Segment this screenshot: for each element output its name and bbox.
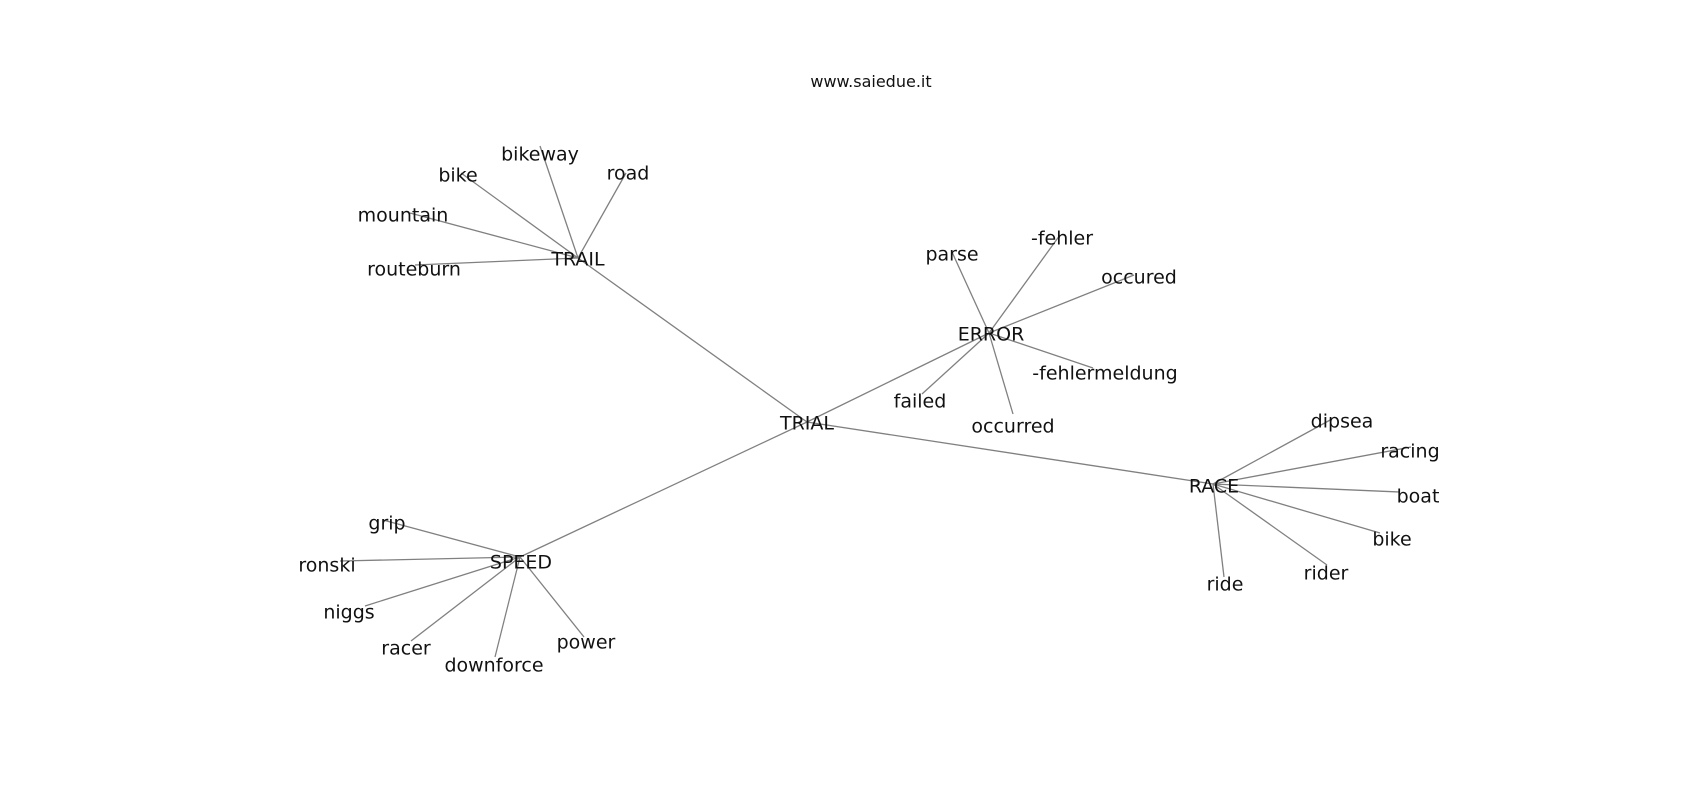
edge-root-error bbox=[806, 332, 990, 423]
leaf-node-bikeway: bikeway bbox=[501, 144, 579, 166]
leaf-node-dipsea: dipsea bbox=[1311, 411, 1374, 433]
edge-speed-niggs bbox=[364, 556, 521, 607]
leaf-node-bike-race: bike bbox=[1372, 529, 1411, 551]
leaf-node-ronski: ronski bbox=[298, 555, 355, 577]
leaf-node-occured: occured bbox=[1101, 267, 1177, 289]
edge-speed-grip bbox=[382, 519, 521, 558]
leaf-node-occurred: occurred bbox=[971, 416, 1054, 438]
edge-error-occured bbox=[988, 274, 1135, 334]
edge-speed-ronski bbox=[339, 556, 521, 562]
leaf-node-ride: ride bbox=[1207, 574, 1244, 596]
edge-race-rider bbox=[1212, 483, 1328, 566]
edge-trail-routeburn bbox=[414, 257, 579, 266]
edge-error-fehlermeldung bbox=[988, 332, 1094, 369]
leaf-node-power: power bbox=[557, 632, 616, 654]
edge-error-occurred bbox=[988, 332, 1014, 415]
leaf-node-bike-trail: bike bbox=[438, 165, 477, 187]
leaf-node-racer: racer bbox=[381, 638, 431, 660]
edge-error-parse bbox=[951, 251, 990, 334]
site-watermark: www.saiedue.it bbox=[810, 72, 931, 91]
leaf-node-downforce: downforce bbox=[444, 655, 543, 677]
edge-trail-bike-trail bbox=[460, 172, 579, 259]
edge-trail-road bbox=[577, 172, 627, 259]
leaf-node-boat: boat bbox=[1397, 486, 1440, 508]
root-node-trial: TRIAL bbox=[779, 413, 834, 435]
edge-root-race bbox=[806, 421, 1214, 485]
leaf-node-fehlermeldung: -fehlermeldung bbox=[1032, 363, 1177, 385]
leaf-node-routeburn: routeburn bbox=[367, 259, 461, 281]
leaf-node-road: road bbox=[607, 163, 650, 185]
edge-trail-bikeway bbox=[539, 145, 579, 259]
leaf-node-fehler: -fehler bbox=[1031, 228, 1093, 250]
edge-speed-downforce bbox=[494, 556, 521, 658]
edge-race-ride bbox=[1212, 483, 1225, 578]
leaf-node-parse: parse bbox=[925, 244, 978, 266]
edge-error-fehler bbox=[988, 234, 1061, 334]
leaf-node-rider: rider bbox=[1304, 563, 1349, 585]
edge-trail-mountain bbox=[409, 212, 579, 259]
edge-race-dipsea bbox=[1212, 418, 1333, 485]
leaf-node-niggs: niggs bbox=[323, 602, 374, 624]
edge-race-boat bbox=[1212, 483, 1401, 493]
edge-error-failed bbox=[921, 332, 990, 395]
hub-node-trail: TRAIL bbox=[550, 249, 605, 271]
edges-layer bbox=[339, 145, 1412, 658]
hub-node-race: RACE bbox=[1189, 476, 1239, 498]
edge-race-bike-race bbox=[1212, 483, 1381, 534]
edge-root-trail bbox=[577, 257, 808, 423]
leaf-node-mountain: mountain bbox=[358, 205, 449, 227]
edge-speed-power bbox=[519, 556, 585, 638]
hub-node-speed: SPEED bbox=[490, 552, 552, 574]
leaf-node-racing: racing bbox=[1380, 441, 1439, 463]
edge-root-speed bbox=[519, 421, 808, 558]
edge-speed-racer bbox=[410, 556, 521, 642]
labels-layer: www.saiedue.it bikeway road bike mountain ro… bbox=[298, 72, 1439, 677]
leaf-node-failed: failed bbox=[894, 391, 947, 413]
edge-race-racing bbox=[1212, 446, 1412, 485]
hub-node-error: ERROR bbox=[958, 324, 1025, 346]
leaf-node-grip: grip bbox=[368, 513, 405, 535]
